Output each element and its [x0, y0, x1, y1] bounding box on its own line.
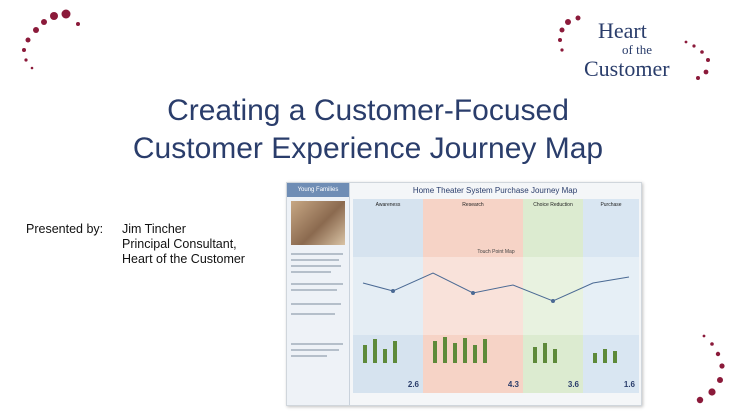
touch-point-label: Touch Point Map — [477, 249, 515, 255]
bar — [383, 349, 387, 363]
bar — [613, 351, 617, 363]
slide-title-line-2: Customer Experience Journey Map — [132, 132, 604, 165]
phase-bars — [529, 333, 577, 363]
bar — [443, 337, 447, 363]
segment-text-line — [291, 355, 327, 357]
journey-map-title: Home Theater System Purchase Journey Map — [412, 186, 578, 195]
bar — [553, 349, 557, 363]
touch-area — [423, 257, 523, 335]
segment-header: Young Families Segment — [287, 183, 349, 207]
bar — [593, 353, 597, 363]
bar — [363, 345, 367, 363]
heart-of-the-customer-logo: Heart of the Customer — [556, 12, 716, 84]
segment-text-line — [291, 265, 341, 267]
bar — [473, 345, 477, 363]
bar — [373, 339, 377, 363]
touch-area — [583, 257, 639, 335]
phase-label: Choice Reduction — [533, 202, 573, 208]
phase-score: 2.6 — [407, 380, 419, 389]
logo-word-heart: Heart — [598, 18, 647, 43]
phase-column: Choice Reduction 3.6 — [523, 199, 583, 393]
presenter-company: Heart of the Customer — [122, 252, 245, 266]
phase-column: Purchase 1.6 — [583, 199, 639, 393]
phase-column: Awareness 2.6 — [353, 199, 423, 393]
segment-text-line — [291, 313, 335, 315]
phase-column: Research 4.3 — [423, 199, 523, 393]
family-photo — [291, 201, 345, 245]
touch-area — [523, 257, 583, 335]
segment-text-line — [291, 253, 343, 255]
segment-text-line — [291, 303, 341, 305]
logo-dots-icon — [558, 15, 581, 52]
logo-trailing-dots-icon — [684, 40, 710, 80]
phase-bars — [429, 333, 517, 363]
bar — [453, 343, 457, 363]
touch-path — [362, 272, 630, 303]
presenter-details: Jim Tincher Principal Consultant, Heart … — [122, 222, 245, 267]
bar — [603, 349, 607, 363]
journey-map-thumbnail: Young Families Segment Home Theater Syst… — [286, 182, 642, 406]
bar — [433, 341, 437, 363]
phase-score: 3.6 — [567, 380, 579, 389]
touch-area — [353, 257, 423, 335]
bar — [463, 338, 467, 363]
phase-score: 1.6 — [623, 380, 635, 389]
phase-label: Awareness — [375, 202, 401, 208]
phase-bars — [589, 333, 633, 363]
segment-text-line — [291, 259, 339, 261]
bar — [543, 343, 547, 363]
segment-text-line — [291, 289, 337, 291]
slide-title-line-1: Creating a Customer-Focused — [167, 94, 569, 127]
bar — [533, 347, 537, 363]
segment-panel: Young Families Segment — [287, 183, 350, 405]
phase-bars — [359, 333, 417, 363]
presenter-name: Jim Tincher — [122, 222, 186, 236]
logo-word-of-the: of the — [622, 42, 652, 57]
phase-score: 4.3 — [507, 380, 519, 389]
segment-text-line — [291, 283, 343, 285]
bar — [483, 339, 487, 363]
phase-label: Purchase — [600, 202, 622, 208]
presenter-label: Presented by: — [26, 222, 104, 236]
slide-title: Creating a Customer-Focused Customer Exp… — [0, 92, 736, 168]
segment-text-line — [291, 271, 331, 273]
logo-word-customer: Customer — [584, 56, 670, 81]
bar — [393, 341, 397, 363]
phase-label: Research — [462, 202, 484, 208]
decorative-dots-bottom-right — [696, 334, 725, 404]
segment-text-line — [291, 343, 343, 345]
segment-text-line — [291, 349, 339, 351]
decorative-dots-top-left — [22, 9, 80, 70]
presenter-role: Principal Consultant, — [122, 237, 237, 251]
